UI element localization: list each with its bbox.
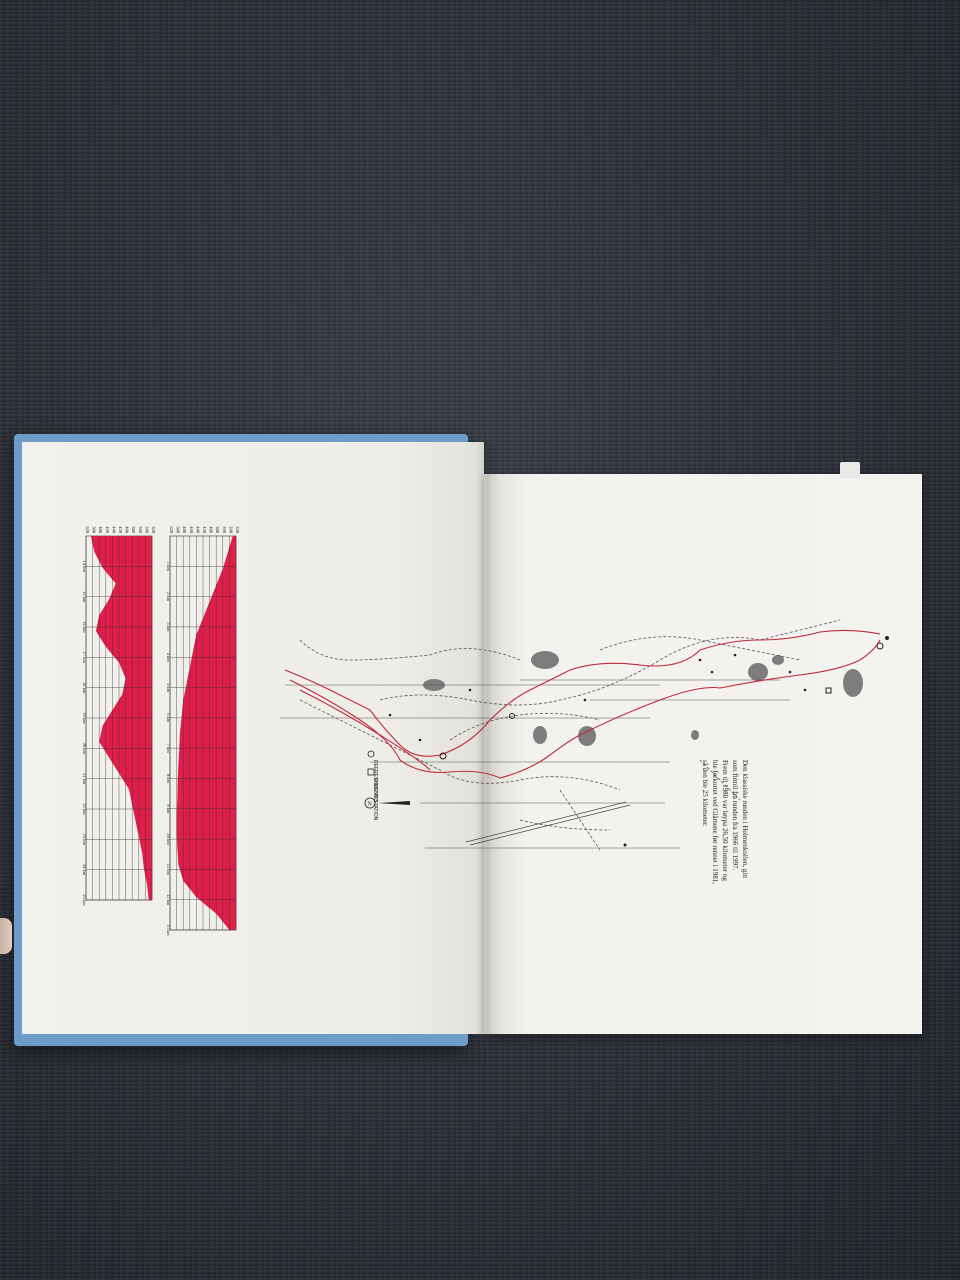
first-aid-icon — [825, 687, 832, 694]
x-tick-label: 20 km — [82, 743, 87, 755]
legend-first-aid: FIRST AID — [372, 778, 378, 802]
lake — [843, 669, 863, 697]
lake — [691, 730, 699, 740]
profile-area — [176, 536, 236, 930]
y-tick-label: 480 — [98, 526, 103, 534]
race-route — [284, 629, 881, 779]
x-tick-label: 16 km — [82, 621, 87, 633]
map-grid — [280, 679, 790, 849]
y-tick-label: 440 — [111, 526, 116, 534]
map-markers — [388, 636, 889, 847]
lake — [772, 655, 784, 665]
marker-icon — [885, 636, 889, 640]
lake — [578, 726, 596, 746]
marker-icon — [439, 752, 447, 760]
y-tick-label: 360 — [138, 526, 143, 534]
x-tick-label: 23 km — [82, 834, 87, 846]
refreshment-icon — [367, 750, 375, 758]
y-tick-label: 380 — [215, 526, 220, 534]
y-tick-label: 420 — [202, 526, 207, 534]
y-tick-label: 320 — [151, 526, 156, 534]
y-tick-label: 420 — [118, 526, 123, 534]
x-tick-label: 22 km — [82, 803, 87, 815]
y-tick-label: 500 — [92, 526, 97, 534]
svg-text:N: N — [368, 802, 373, 808]
marker-icon — [876, 642, 884, 650]
y-tick-label: 340 — [228, 526, 233, 534]
y-tick-label: 500 — [176, 526, 181, 534]
y-tick-label: 380 — [131, 526, 136, 534]
lake — [531, 651, 559, 669]
x-tick-label: 24 km — [82, 864, 87, 876]
y-tick-label: 460 — [105, 526, 110, 534]
compass-icon: N — [364, 797, 410, 809]
caption-line: ble forkortet ved Glåmene før rennet i 1… — [711, 760, 719, 885]
x-tick-label: 18 km — [82, 682, 87, 694]
x-tick-label: 21 km — [82, 773, 87, 785]
y-tick-label: 360 — [222, 526, 227, 534]
x-tick-label: 2 km — [166, 592, 171, 602]
marker-icon — [509, 713, 515, 719]
x-tick-label: 15 km — [82, 591, 87, 603]
y-tick-label: 440 — [195, 526, 200, 534]
page-edge — [840, 462, 860, 478]
x-tick-label: 8 km — [166, 774, 171, 784]
x-tick-label: 25 km — [82, 894, 87, 906]
y-tick-label: 460 — [189, 526, 194, 534]
x-tick-label: 6 km — [166, 713, 171, 723]
caption-line: så den ble 25 kilometer. — [701, 760, 709, 827]
x-tick-label: 14 km — [82, 561, 87, 573]
caption-line: Den klassiske runden i Holmenkollen, git… — [741, 760, 749, 879]
x-tick-label: 3 km — [166, 622, 171, 632]
x-tick-label: 13 km — [166, 924, 171, 936]
x-tick-label: 10 km — [166, 833, 171, 845]
roads — [299, 619, 841, 851]
caption-line: som firmil fra runden fra 1966 til 1997. — [731, 760, 739, 871]
x-tick-label: 17 km — [82, 652, 87, 664]
x-tick-label: 19 km — [82, 712, 87, 724]
first-aid-legend-icon — [367, 768, 375, 776]
x-tick-label: 9 km — [166, 804, 171, 814]
x-tick-label: 7 km — [166, 744, 171, 754]
y-tick-label: 400 — [125, 526, 130, 534]
y-tick-label: 400 — [209, 526, 214, 534]
y-tick-label: 520 — [169, 526, 174, 534]
lake — [748, 663, 768, 681]
y-tick-label: 480 — [182, 526, 187, 534]
book-gutter — [476, 442, 502, 1034]
tracks — [465, 801, 631, 846]
x-tick-label: 11 km — [166, 864, 171, 876]
right-page — [484, 474, 922, 1034]
caption-line: Frem til 1980 var løypa 26,50 kilometer … — [721, 760, 729, 881]
x-tick-label: 1 km — [166, 562, 171, 572]
x-tick-label: 12 km — [166, 894, 171, 906]
x-tick-label: 4 km — [166, 653, 171, 663]
map-caption: Den klassiske runden i Holmenkollen, git… — [700, 760, 750, 900]
y-tick-label: 340 — [144, 526, 149, 534]
x-tick-label: 5 km — [166, 683, 171, 693]
y-tick-label: 520 — [85, 526, 90, 534]
y-tick-label: 320 — [235, 526, 240, 534]
thumb — [0, 918, 12, 954]
lake — [533, 726, 547, 744]
